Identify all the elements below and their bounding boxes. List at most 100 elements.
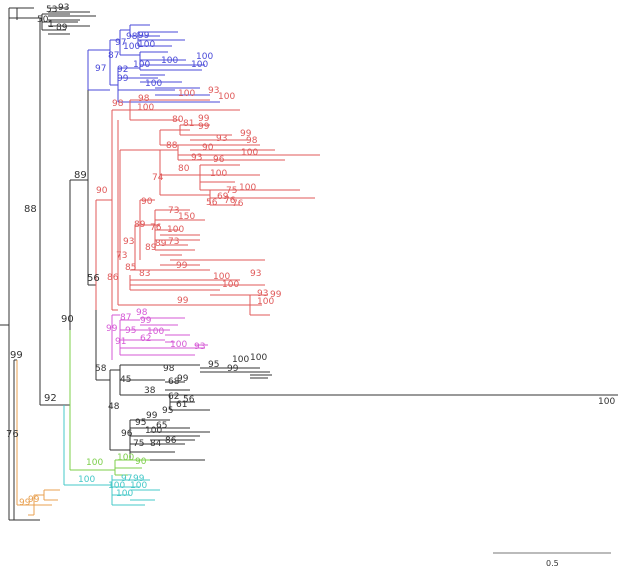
support-label: 53 xyxy=(46,5,57,15)
support-label: 92 xyxy=(117,65,128,75)
backbone-branches xyxy=(0,7,112,521)
black-subclade xyxy=(96,364,618,461)
support-label: 100 xyxy=(147,327,164,337)
support-label: 56 xyxy=(206,198,218,208)
support-label: 100 xyxy=(232,355,249,365)
support-label: 73 xyxy=(168,237,179,247)
support-label: 100 xyxy=(598,397,615,407)
support-label: 100 xyxy=(108,481,125,491)
support-label: 76 xyxy=(224,196,236,206)
support-label: 68 xyxy=(168,377,180,387)
support-label: 83 xyxy=(139,269,150,279)
support-label: 100 xyxy=(86,458,103,468)
support-label: 56 xyxy=(183,395,195,405)
orange-clade xyxy=(16,360,60,516)
support-label: 93 xyxy=(123,237,134,247)
support-label: 100 xyxy=(133,60,150,70)
support-label: 93 xyxy=(216,134,227,144)
support-label: 90 xyxy=(202,143,214,153)
support-label: 99 xyxy=(140,316,152,326)
support-label: 91 xyxy=(115,337,126,347)
support-label: 48 xyxy=(108,402,120,412)
support-label: 100 xyxy=(191,60,208,70)
support-label: 100 xyxy=(239,183,256,193)
support-label: 89 xyxy=(74,170,87,181)
support-label: 100 xyxy=(145,426,162,436)
support-label: 100 xyxy=(257,297,274,307)
support-label: 58 xyxy=(95,364,107,374)
support-label: 73 xyxy=(116,251,127,261)
red-clade xyxy=(95,99,320,316)
support-label: 95 xyxy=(135,418,146,428)
support-label: 56 xyxy=(87,273,100,284)
support-label: 76 xyxy=(150,223,162,233)
support-label: 93 xyxy=(208,86,219,96)
support-label: 86 xyxy=(165,436,177,446)
support-label: 89 xyxy=(134,220,146,230)
support-label: 100 xyxy=(145,79,162,89)
support-label: 96 xyxy=(213,155,225,165)
support-label: 100 xyxy=(123,42,140,52)
cyan-clade xyxy=(63,405,160,506)
support-label: 100 xyxy=(78,475,95,485)
scale-bar-label: 0.5 xyxy=(546,559,559,568)
support-label: 99 xyxy=(10,350,23,361)
support-label: 87 xyxy=(120,313,131,323)
support-label: 81 xyxy=(183,119,194,129)
support-label: 100 xyxy=(222,280,239,290)
support-label: 76 xyxy=(6,429,19,440)
support-label: 99 xyxy=(176,261,188,271)
support-label: 100 xyxy=(196,52,213,62)
support-label: 90 xyxy=(135,457,147,467)
support-label: 100 xyxy=(137,103,154,113)
support-label: 85 xyxy=(125,263,136,273)
support-label: 100 xyxy=(250,353,267,363)
support-label: 89 xyxy=(145,243,157,253)
support-label: 88 xyxy=(166,141,178,151)
support-label: 98 xyxy=(138,94,150,104)
support-label: 99 xyxy=(240,129,252,139)
support-label: 87 xyxy=(108,51,119,61)
support-label: 73 xyxy=(168,206,179,216)
support-label: 100 xyxy=(116,489,133,499)
support-label: 75 xyxy=(226,186,237,196)
support-label: 100 xyxy=(213,272,230,282)
support-label: 99 xyxy=(133,474,145,484)
support-label: 98 xyxy=(246,136,258,146)
support-label: 100 xyxy=(130,481,147,491)
blue-clade xyxy=(87,24,220,103)
support-label: 98 xyxy=(112,99,124,109)
support-label: 93 xyxy=(257,289,268,299)
support-label: 98 xyxy=(163,364,175,374)
support-label: 100 xyxy=(117,453,134,463)
support-label: 92 xyxy=(44,393,57,404)
support-label: 93 xyxy=(191,153,202,163)
support-label: 62 xyxy=(140,334,151,344)
support-label: 90 xyxy=(96,186,108,196)
support-label: 88 xyxy=(24,204,37,215)
support-label: 93 xyxy=(194,342,205,352)
support-label: 38 xyxy=(144,386,156,396)
support-label: 100 xyxy=(138,40,155,50)
support-label: 98 xyxy=(136,308,148,318)
support-label: 61 xyxy=(176,400,187,410)
support-label: 69 xyxy=(217,192,229,202)
support-label: 99 xyxy=(28,495,40,505)
magenta-clade xyxy=(111,314,208,360)
support-label: 99 xyxy=(146,411,158,421)
support-label: 99 xyxy=(117,74,129,84)
support-label: 80 xyxy=(172,115,184,125)
support-label: 100 xyxy=(167,225,184,235)
support-label: 100 xyxy=(218,92,235,102)
green-clade xyxy=(69,330,150,476)
support-label: 90 xyxy=(61,314,74,325)
support-label: 62 xyxy=(168,392,179,402)
support-label: 100 xyxy=(210,169,227,179)
support-label: 95 xyxy=(125,326,136,336)
support-label: 99 xyxy=(177,296,189,306)
support-label: 150 xyxy=(178,212,195,222)
support-label: 97 xyxy=(115,38,126,48)
support-label: 80 xyxy=(178,164,190,174)
support-label: 99 xyxy=(19,498,31,508)
